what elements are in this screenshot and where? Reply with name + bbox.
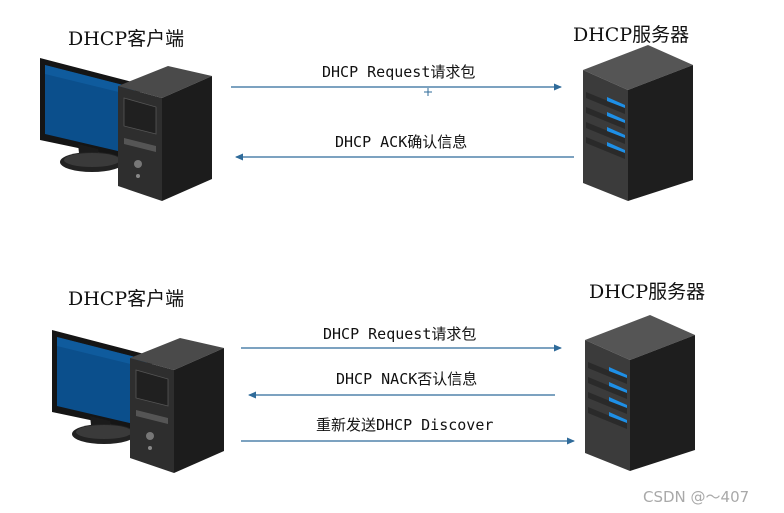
message-request-2: DHCP Request请求包 — [323, 325, 477, 343]
server-drive-bays — [588, 362, 627, 429]
server-drive-bays — [586, 92, 625, 159]
server-label-1: DHCP服务器 — [573, 24, 690, 46]
server-label-2: DHCP服务器 — [589, 281, 706, 303]
server-icon — [585, 315, 695, 471]
message-ack-1: DHCP ACK确认信息 — [335, 133, 468, 151]
client-label-1: DHCP客户端 — [68, 28, 185, 50]
cursor-cross — [424, 88, 432, 96]
server-icon — [583, 45, 693, 201]
message-request-1: DHCP Request请求包 — [322, 63, 476, 81]
client-computer-icon — [40, 58, 212, 201]
client-computer-icon — [52, 330, 224, 473]
client-label-2: DHCP客户端 — [68, 288, 185, 310]
message-nack-2: DHCP NACK否认信息 — [336, 370, 478, 388]
message-rediscover-2: 重新发送DHCP Discover — [316, 416, 494, 434]
watermark: CSDN @～407 — [643, 488, 750, 506]
